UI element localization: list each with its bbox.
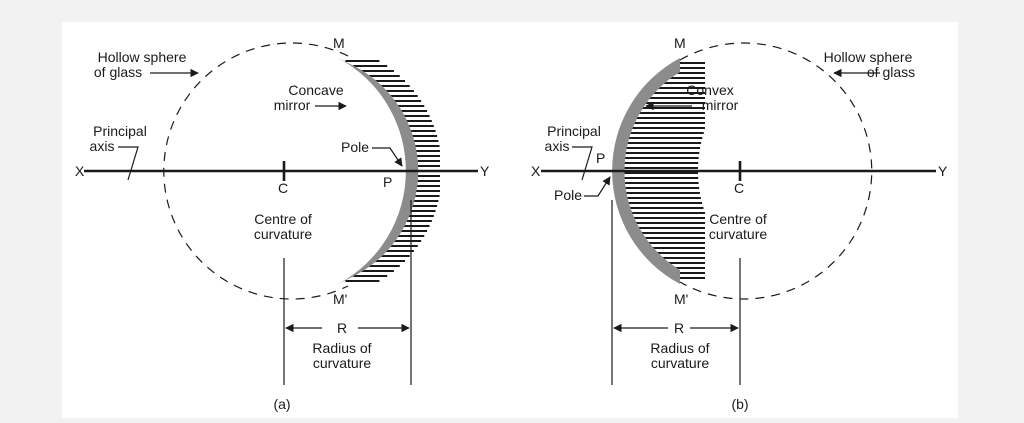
- concave-mirror-surface: [338, 58, 419, 284]
- principal-axis-label-2-b: axis: [545, 138, 570, 154]
- principal-axis-label-1-a: Principal: [93, 123, 147, 139]
- principal-axis-label-1-b: Principal: [547, 123, 601, 139]
- principal-axis-label-2-a: axis: [90, 138, 115, 154]
- hollow-sphere-outline-b: [679, 42, 873, 300]
- label-m-prime-b: M': [674, 291, 688, 307]
- mirror-label-1-a: Concave: [288, 82, 343, 98]
- label-m-a: M: [333, 35, 345, 51]
- principal-axis-leader-a: [118, 146, 139, 181]
- label-x-a: X: [75, 163, 85, 179]
- mirror-label-2-a: mirror: [274, 97, 311, 113]
- panel-a: X Y C P M M' R Hollow sphere of glass Co…: [75, 35, 490, 412]
- label-m-b: M: [674, 35, 686, 51]
- white-panel: [62, 22, 958, 418]
- convex-mirror-surface: [612, 58, 680, 284]
- label-x-b: X: [531, 163, 541, 179]
- label-c-a: C: [278, 180, 288, 196]
- radius-label-2-a: curvature: [313, 355, 372, 371]
- centre-label-2-b: curvature: [709, 226, 768, 242]
- hollow-sphere-label-1-b: Hollow sphere: [824, 49, 913, 65]
- radius-label-2-b: curvature: [651, 355, 710, 371]
- hollow-sphere-label-2-b: of glass: [867, 64, 915, 80]
- label-r-a: R: [337, 320, 347, 336]
- label-c-b: C: [734, 180, 744, 196]
- label-m-prime-a: M': [333, 291, 347, 307]
- mirror-label-1-b: Convex: [686, 82, 733, 98]
- label-p-a: P: [383, 174, 392, 190]
- caption-a: (a): [273, 396, 290, 412]
- mirror-label-2-b: mirror: [702, 97, 739, 113]
- caption-b: (b): [731, 396, 748, 412]
- radius-label-1-b: Radius of: [650, 340, 709, 356]
- hollow-sphere-label-1-a: Hollow sphere: [98, 49, 187, 65]
- pole-label-a: Pole: [341, 139, 369, 155]
- label-y-a: Y: [480, 163, 490, 179]
- principal-axis-leader-b: [572, 146, 593, 181]
- label-r-b: R: [674, 320, 684, 336]
- panel-b: X Y C P M M' R Hollow sphere of glass Co…: [531, 35, 948, 412]
- radius-label-1-a: Radius of: [312, 340, 371, 356]
- centre-label-2-a: curvature: [254, 226, 313, 242]
- label-y-b: Y: [938, 163, 948, 179]
- centre-label-1-a: Centre of: [254, 211, 312, 227]
- pole-label-b: Pole: [554, 187, 582, 203]
- pole-leader-a: [372, 147, 403, 167]
- label-p-b: P: [596, 150, 605, 166]
- hollow-sphere-label-2-a: of glass: [94, 64, 142, 80]
- centre-label-1-b: Centre of: [709, 211, 767, 227]
- pole-leader-b: [584, 176, 611, 197]
